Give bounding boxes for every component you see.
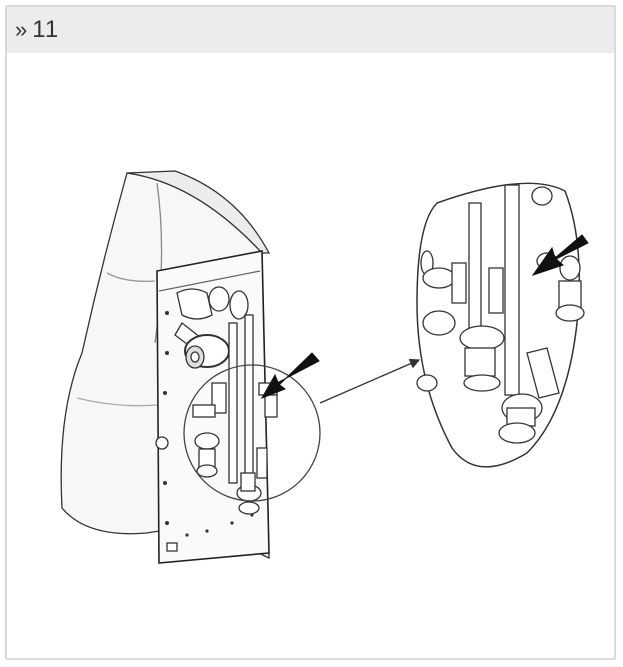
step-number: 11 (32, 16, 60, 43)
pointer-arrow-detail (531, 234, 589, 276)
pointer-arrow-main (260, 352, 320, 399)
detail-pointer-line (319, 358, 421, 404)
boiler-unit-drawing (60, 170, 321, 564)
step-illustration (60, 170, 589, 564)
step-header: » 11 (7, 7, 614, 53)
step-marker: » (15, 17, 27, 42)
detail-zoom-drawing (416, 182, 585, 468)
instruction-step-panel: » 11 (5, 5, 616, 660)
